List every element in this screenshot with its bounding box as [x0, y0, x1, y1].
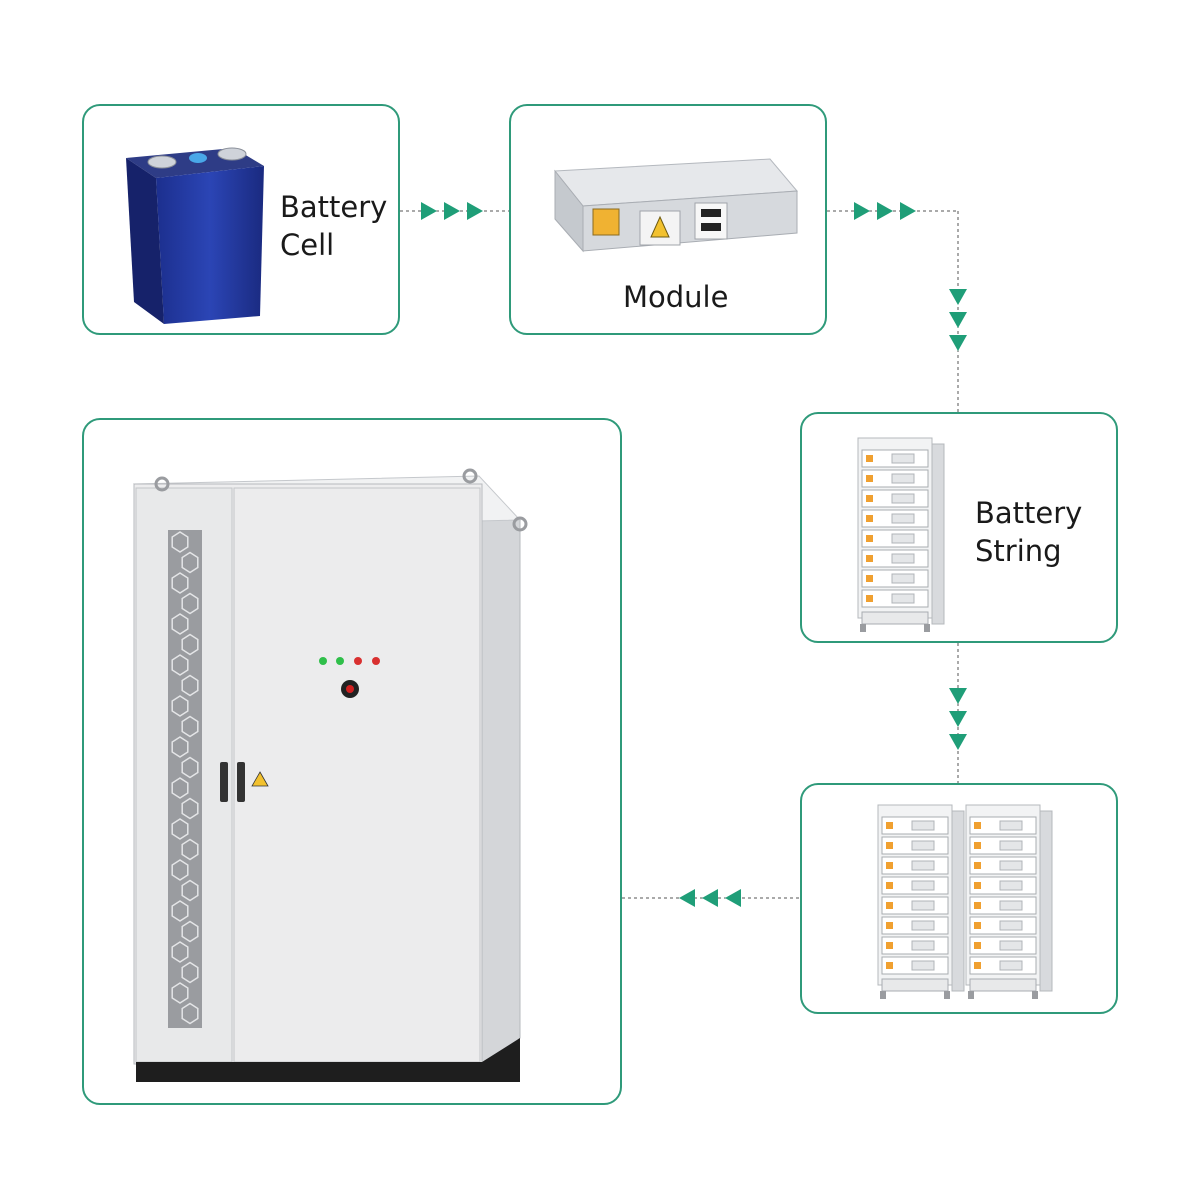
battery-rack-card [800, 783, 1118, 1014]
arrow-rack-to-cabinet-icon [679, 889, 741, 907]
energy-storage-cabinet-image [132, 468, 528, 1082]
module-label: Module [623, 280, 729, 314]
battery-cell-image [126, 147, 264, 324]
battery-rack-string-b [965, 804, 1053, 999]
module-card: Module [509, 104, 827, 335]
battery-cell-card: Battery Cell [82, 104, 400, 335]
battery-string-label-line2: String [975, 534, 1062, 568]
battery-string-image [857, 437, 945, 632]
cabinet-card [82, 418, 622, 1105]
module-image [554, 158, 799, 253]
arrow-module-to-string-right-icon [854, 202, 916, 220]
battery-rack-string-a [877, 804, 965, 999]
arrow-module-to-string-down-icon [949, 289, 967, 351]
arrow-cell-to-module-icon [421, 202, 483, 220]
arrow-string-to-rack-icon [949, 688, 967, 750]
battery-cell-label-line1: Battery [280, 190, 388, 224]
battery-string-label-line1: Battery [975, 496, 1083, 530]
battery-string-card: Battery String [800, 412, 1118, 643]
battery-cell-label-line2: Cell [280, 228, 335, 262]
